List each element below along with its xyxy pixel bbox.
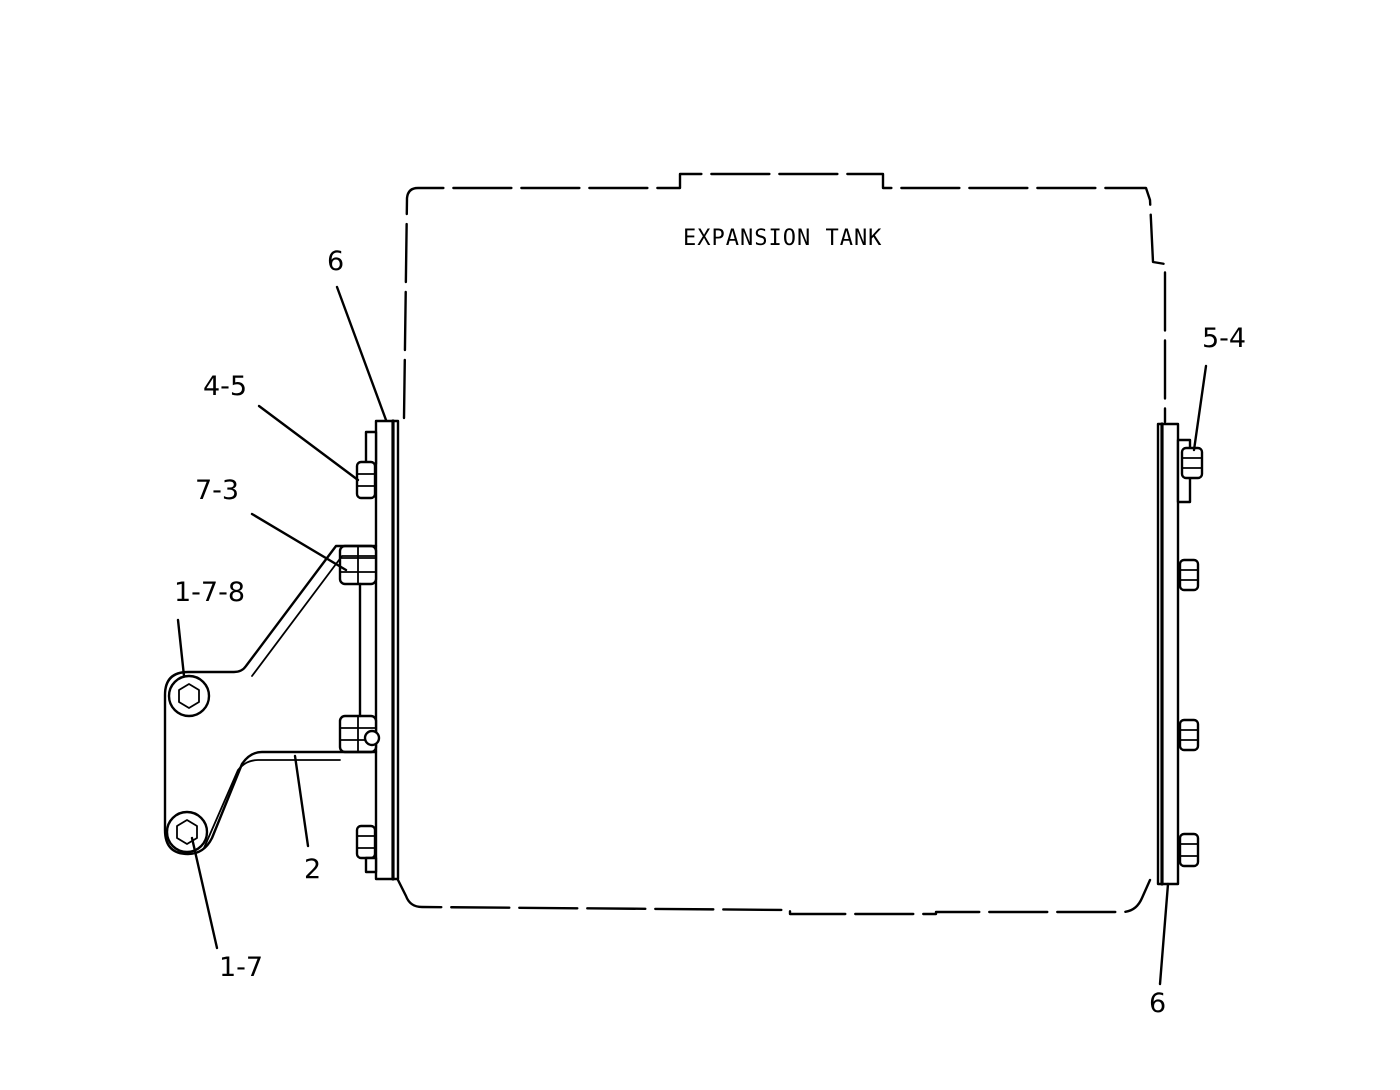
bracket-bolt-lower: [165, 810, 209, 854]
callout-2: 2: [304, 854, 321, 885]
expansion-tank-outline: [402, 172, 1167, 424]
mounting-bracket: [163, 544, 378, 856]
callout-7-3: 7-3: [195, 475, 239, 506]
bolt-left-2: [338, 544, 378, 586]
expansion-tank-bottom: [396, 878, 1152, 916]
callout-6-bottom: 6: [1149, 988, 1166, 1019]
callout-1-7: 1-7: [219, 952, 263, 983]
tank-label: EXPANSION TANK: [683, 226, 882, 251]
right-bolts: [1176, 438, 1204, 868]
bracket-bolt-upper: [167, 674, 211, 718]
bolt-left-3: [338, 714, 381, 754]
callout-6-top: 6: [327, 246, 344, 277]
callout-1-7-8: 1-7-8: [174, 577, 245, 608]
leader-lines: [176, 285, 1208, 986]
callout-4-5: 4-5: [203, 371, 247, 402]
right-mounting-plate: [1156, 422, 1180, 886]
bolt-right-4: [1178, 832, 1200, 868]
bolt-left-4: [355, 824, 378, 874]
left-mounting-plate: [374, 419, 400, 881]
bolt-right-3: [1178, 718, 1200, 752]
bolt-left-1: [355, 430, 378, 500]
bolt-right-1: [1176, 438, 1204, 504]
bolt-right-2: [1178, 558, 1200, 592]
callout-5-4: 5-4: [1202, 323, 1246, 354]
